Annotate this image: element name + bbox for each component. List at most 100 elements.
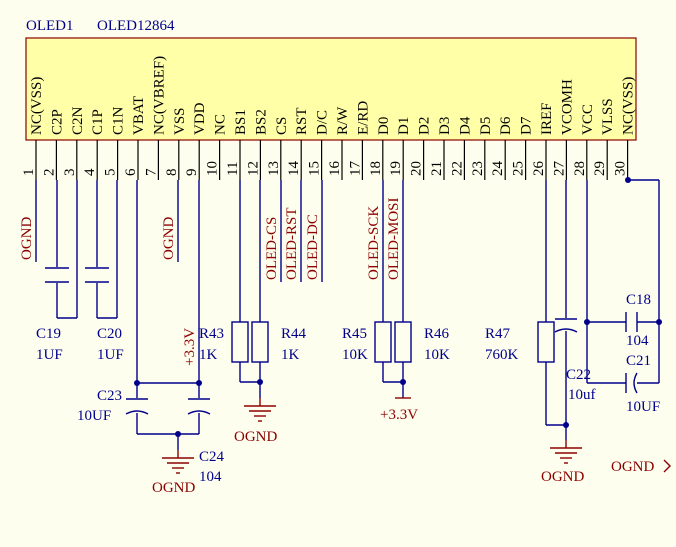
c23-ref: C23 xyxy=(97,388,122,404)
net-label-pin1-gnd: OGND xyxy=(19,217,35,260)
c19-value: 1UF xyxy=(36,347,63,363)
pin-name: VSS xyxy=(172,107,188,135)
pin-name: D1 xyxy=(396,117,412,135)
r45-ref: R45 xyxy=(342,326,367,342)
pin-number: 23 xyxy=(470,161,486,176)
pin-number: 26 xyxy=(531,161,547,177)
pin-number: 30 xyxy=(613,161,629,176)
pin-name: RST xyxy=(294,107,310,135)
pin-name: C2P xyxy=(49,109,65,135)
pin-number: 8 xyxy=(164,169,180,177)
pin-name: IREF xyxy=(539,102,555,135)
pin-name: C1N xyxy=(111,106,127,135)
junction-dots xyxy=(134,177,662,437)
pin-name: NC xyxy=(213,114,229,135)
pin-name: NC(VSS) xyxy=(29,77,45,135)
c21-value: 10UF xyxy=(626,399,660,415)
net-label-pin8-gnd: OGND xyxy=(161,217,177,260)
pin-name: D4 xyxy=(457,116,473,135)
pin-name: D2 xyxy=(417,117,433,135)
c21-ref: C21 xyxy=(626,353,651,369)
pin-number: 5 xyxy=(103,169,119,177)
pin-name: D5 xyxy=(478,117,494,135)
pin-number: 17 xyxy=(347,161,363,177)
pin-number: 22 xyxy=(449,161,465,176)
c20-value: 1UF xyxy=(97,347,124,363)
pin-number: 28 xyxy=(572,161,588,176)
c24-value: 104 xyxy=(199,469,222,485)
pin-name: VDD xyxy=(192,102,208,135)
net-label-oled-mosi: OLED-MOSI xyxy=(386,198,402,281)
ground-symbol-r47 xyxy=(549,439,583,464)
pin-number: 15 xyxy=(307,161,323,176)
pin-name: D0 xyxy=(376,117,392,135)
r45-value: 10K xyxy=(342,347,368,363)
pin-number: 14 xyxy=(286,161,302,177)
c20-ref: C20 xyxy=(97,326,122,342)
ground-symbol-c23 xyxy=(161,449,195,474)
capacitor-c18 xyxy=(625,312,638,332)
oled-part-name: OLED12864 xyxy=(97,18,175,34)
r44-ref: R44 xyxy=(281,326,307,342)
pin-number: 12 xyxy=(245,161,261,176)
net-label-gnd-r43: OGND xyxy=(234,429,277,445)
pin-name: NC(VBREF) xyxy=(151,56,167,135)
net-label-oled-cs: OLED-CS xyxy=(264,217,280,280)
capacitor-c23 xyxy=(125,398,149,415)
oled-module-body xyxy=(25,37,637,141)
pin-name: E/RD xyxy=(355,101,371,135)
pin-number: 11 xyxy=(225,162,241,176)
pin-number: 3 xyxy=(62,169,78,177)
net-label-oled-sck: OLED-SCK xyxy=(366,206,382,280)
pin-group: 1NC(VSS)2C2P3C2N4C1P5C1N6VBAT7NC(VBREF)8… xyxy=(21,56,637,180)
pin-number: 6 xyxy=(123,168,139,176)
capacitor-c22 xyxy=(554,318,578,333)
net-label-oled-dc: OLED-DC xyxy=(305,214,321,280)
r47-ref: R47 xyxy=(485,326,511,342)
capacitor-c24 xyxy=(187,398,211,415)
c22-ref: C22 xyxy=(566,367,591,383)
resistor-r44 xyxy=(251,321,269,363)
pin-number: 1 xyxy=(21,169,37,177)
oled-designator: OLED1 xyxy=(26,18,74,34)
pin-number: 7 xyxy=(143,168,159,176)
pin-number: 25 xyxy=(511,161,527,176)
pin-name: BS1 xyxy=(233,109,249,135)
pin-name: BS2 xyxy=(253,109,269,135)
r44-value: 1K xyxy=(281,347,300,363)
pin-number: 9 xyxy=(184,169,200,177)
pin-name: VLSS xyxy=(600,98,616,135)
pin-number: 10 xyxy=(205,161,221,176)
r43-ref: R43 xyxy=(199,326,224,342)
pin-number: 20 xyxy=(409,161,425,176)
net-label-oled-rst: OLED-RST xyxy=(284,208,300,281)
pin-name: NC(VSS) xyxy=(621,77,637,135)
resistor-r46 xyxy=(394,321,412,363)
c18-value: 104 xyxy=(626,333,649,349)
pin-number: 16 xyxy=(327,161,343,177)
pin-number: 24 xyxy=(490,161,506,177)
pin-number: 13 xyxy=(266,161,282,176)
pin-name: CS xyxy=(274,117,290,135)
pin-number: 2 xyxy=(41,169,57,177)
r46-value: 10K xyxy=(424,347,450,363)
ground-symbol-r43 xyxy=(243,397,277,422)
pin-number: 27 xyxy=(551,161,567,177)
net-label-vdd-3v3: +3.3V xyxy=(182,328,198,366)
resistor-r45 xyxy=(374,321,392,363)
c22-value: 10uf xyxy=(568,387,596,403)
pin-name: C2N xyxy=(70,106,86,135)
resistor-r43 xyxy=(231,321,249,363)
pin-number: 18 xyxy=(368,161,384,176)
wires xyxy=(35,179,660,450)
capacitor-c19 xyxy=(45,267,69,283)
pin-number: 21 xyxy=(429,161,445,176)
pin-number: 19 xyxy=(388,161,404,176)
net-label-gnd-r47: OGND xyxy=(541,469,584,485)
net-label-gnd-right: OGND xyxy=(611,459,654,475)
r47-value: 760K xyxy=(485,347,519,363)
pin-name: D6 xyxy=(498,116,514,135)
resistor-r47 xyxy=(537,321,555,363)
